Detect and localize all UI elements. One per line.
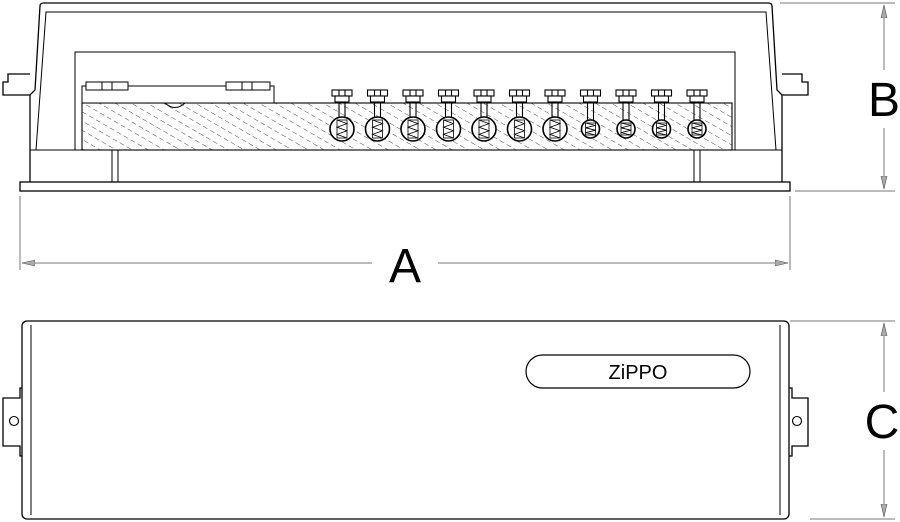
terminal-screws — [329, 89, 708, 142]
large-terminal-screw — [542, 89, 568, 142]
dimension-a-label: A — [389, 240, 421, 293]
clip-right — [225, 81, 271, 91]
dimension-a — [19, 196, 791, 270]
lid-outline — [29, 2, 783, 186]
small-terminal-screw — [615, 89, 637, 139]
right-mount-hole — [791, 415, 803, 427]
dimension-b — [780, 2, 895, 192]
lid-inner-outline — [35, 11, 777, 151]
left-mount-tab — [2, 387, 22, 457]
top-view-body — [21, 320, 790, 520]
large-terminal-screw — [435, 89, 462, 142]
small-terminal-screw — [686, 89, 708, 139]
left-tab — [2, 73, 30, 96]
top-view — [2, 320, 809, 520]
dimension-c — [790, 320, 895, 520]
right-tab — [782, 73, 809, 96]
large-terminal-screw — [329, 89, 355, 142]
left-mount-hole — [8, 415, 20, 427]
large-terminal-screw — [506, 89, 533, 142]
large-terminal-screw — [364, 89, 391, 142]
right-mount-tab — [789, 387, 809, 457]
logo-plate — [525, 354, 751, 389]
logo-text: ZiPPO — [609, 362, 668, 384]
front-section-view — [2, 2, 809, 192]
dimension-b-label: B — [868, 74, 900, 127]
large-terminal-screw — [471, 89, 497, 142]
small-terminal-screw — [650, 89, 673, 139]
dimension-c-label: C — [865, 396, 900, 449]
base-plate — [19, 181, 791, 192]
small-terminal-screw — [579, 89, 602, 139]
large-terminal-screw — [400, 89, 426, 142]
clip-left — [85, 81, 129, 91]
